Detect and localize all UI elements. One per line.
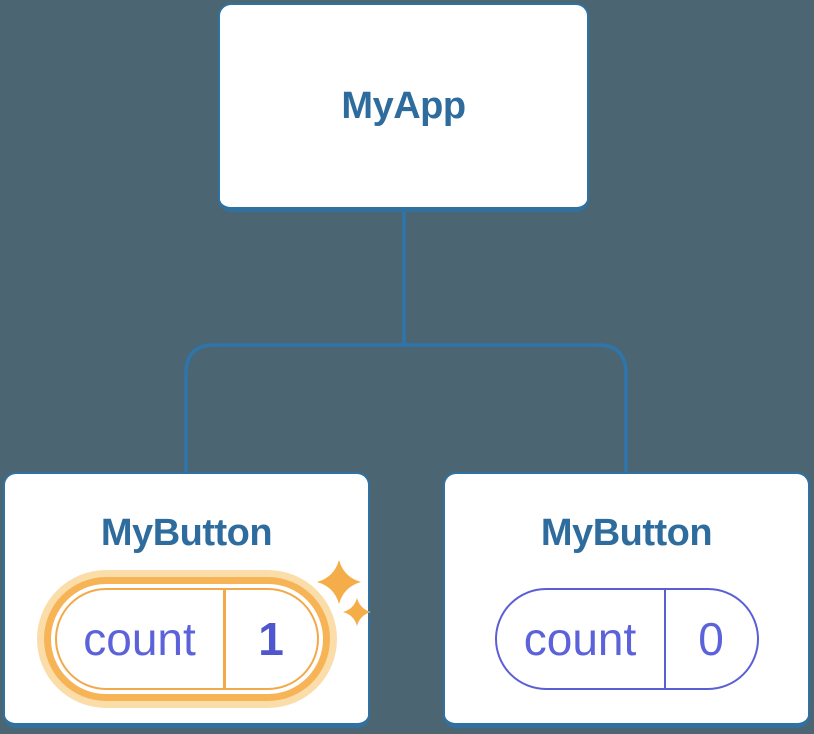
sparkle-large (317, 560, 361, 604)
node-mybutton-label: MyButton (100, 512, 273, 554)
state-pill-plain: count 0 (494, 588, 759, 690)
state-key-label: count (83, 613, 196, 665)
connector-branch (184, 343, 628, 474)
sparkle-small (343, 598, 371, 626)
node-myapp: MyApp (218, 3, 589, 212)
node-mybutton-label: MyButton (540, 512, 713, 554)
node-mybutton-highlighted: MyButton count 1 (3, 472, 371, 728)
state-pill-highlighted: count 1 (54, 588, 319, 690)
state-value: 1 (258, 613, 284, 665)
state-key-label: count (523, 613, 637, 665)
state-value: 0 (698, 613, 724, 665)
node-mybutton-plain: MyButton count 0 (443, 472, 810, 728)
sparkle-icon (317, 560, 371, 626)
state-value-section: 1 (222, 590, 317, 688)
state-key-section: count (497, 590, 664, 688)
node-myapp-label: MyApp (341, 85, 466, 127)
state-value-section: 0 (663, 590, 757, 688)
state-key-section: count (57, 590, 223, 688)
